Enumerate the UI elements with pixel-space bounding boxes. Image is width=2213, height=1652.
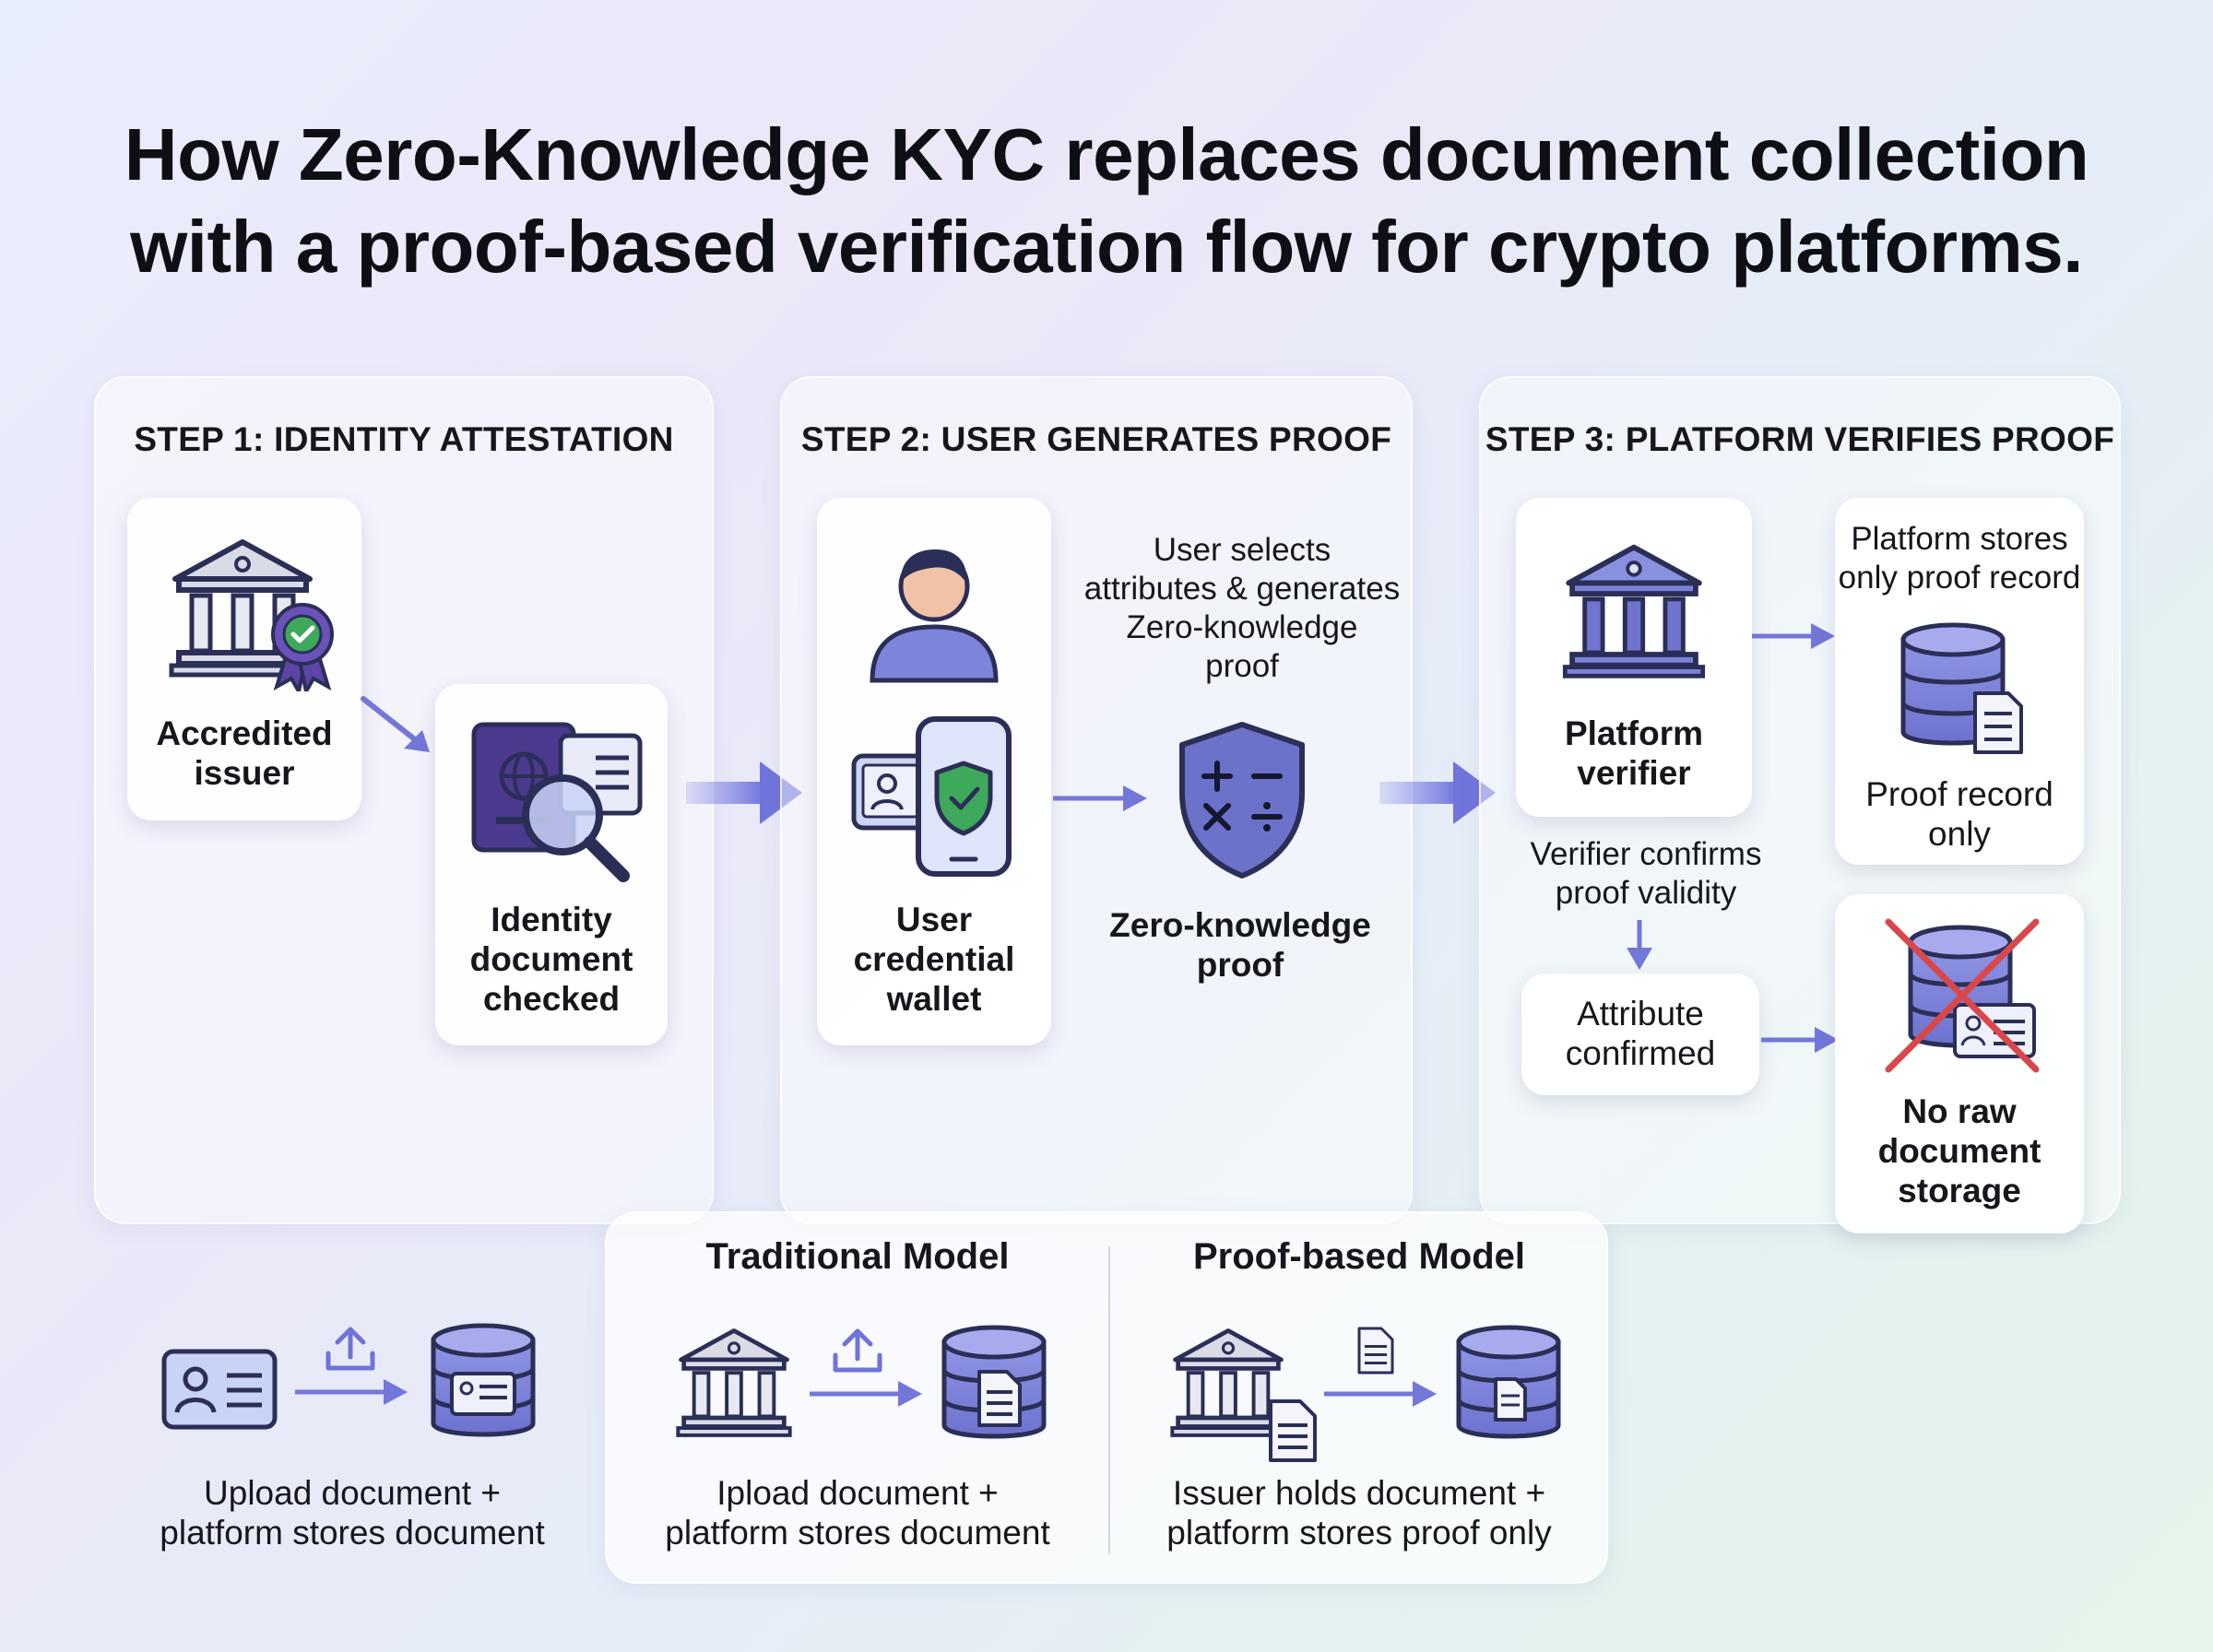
arrow-step2-to-step3 (1379, 761, 1496, 824)
stores-note: Platform stores only proof record (1838, 521, 2081, 596)
comparison-box: Traditional Model Ipload document + plat… (605, 1211, 1608, 1584)
document-icon (1357, 1327, 1394, 1375)
database-icon (1900, 622, 2023, 754)
issuer-card: Accredited issuer (127, 498, 361, 820)
traditional-title: Traditional Model (705, 1236, 1010, 1277)
wallet-card: User credential wallet (817, 498, 1051, 1045)
wallet-label: User credential wallet (853, 901, 1015, 1018)
title-line-2: with a proof-based verification flow for… (130, 206, 2083, 288)
database-icon (941, 1325, 1047, 1439)
step1-heading: STEP 1: IDENTITY ATTESTATION (134, 420, 674, 458)
document-icon (1269, 1399, 1317, 1462)
title-line-1: How Zero-Knowledge KYC replaces document… (124, 113, 2089, 195)
issuer-label: Accredited issuer (156, 714, 333, 792)
bank-icon (676, 1328, 792, 1437)
document-card: Identity document checked (435, 684, 668, 1045)
proof-based-title: Proof-based Model (1192, 1236, 1526, 1277)
step2-heading: STEP 2: USER GENERATES PROOF (800, 420, 1392, 458)
user-icon (870, 549, 999, 683)
proof-generation-note: User selects attributes & generates Zero… (1083, 532, 1401, 684)
database-icon (1456, 1325, 1561, 1439)
verifier-label: Platform verifier (1564, 714, 1704, 792)
verifier-card: Platform verifier (1516, 498, 1752, 817)
proof-record-label: Proof record only (1865, 775, 2053, 853)
arrow-down-to-attribute (1627, 920, 1652, 970)
attribute-label: Attribute confirmed (1565, 995, 1716, 1072)
arrow-traditional (810, 1381, 922, 1407)
cross-icon (1885, 918, 2040, 1073)
arrow-upload-left (295, 1379, 408, 1405)
magnifier-icon (522, 774, 630, 882)
phone-shield-icon (916, 716, 1012, 877)
attribute-confirmed-card: Attribute confirmed (1521, 974, 1759, 1095)
bank-icon (1562, 544, 1706, 678)
page-title: How Zero-Knowledge KYC replaces document… (0, 109, 2213, 293)
upload-icon (325, 1327, 375, 1371)
id-card-icon (161, 1349, 278, 1430)
arrow-verifier-to-record (1752, 623, 1835, 649)
proof-record-card: Platform stores only proof record Proof … (1835, 498, 2084, 865)
arrow-wallet-to-proof (1053, 785, 1147, 811)
zk-proof-label: Zero-knowledge proof (1109, 906, 1371, 984)
badge-icon (271, 603, 334, 691)
no-raw-storage-card: No raw document storage (1835, 894, 2084, 1233)
bank-icon (169, 539, 316, 678)
no-raw-label: No raw document storage (1877, 1092, 2041, 1210)
verifier-confirms-note: Verifier confirms proof validity (1530, 836, 1762, 911)
left-upload-caption: Upload document + platform stores docume… (160, 1474, 545, 1552)
traditional-caption: Ipload document + platform stores docume… (665, 1474, 1050, 1552)
arrow-issuer-to-document (361, 696, 430, 752)
arrow-attribute-to-no-raw (1761, 1027, 1839, 1053)
proof-based-caption: Issuer holds document + platform stores … (1166, 1474, 1552, 1552)
upload-icon (833, 1328, 882, 1373)
math-shield-icon (1179, 722, 1305, 879)
comparison-divider (1108, 1246, 1110, 1554)
database-icon (431, 1323, 536, 1437)
document-label: Identity document checked (469, 901, 633, 1018)
arrow-proof-based (1324, 1381, 1437, 1407)
step3-heading: STEP 3: PLATFORM VERIFIES PROOF (1485, 420, 2115, 458)
